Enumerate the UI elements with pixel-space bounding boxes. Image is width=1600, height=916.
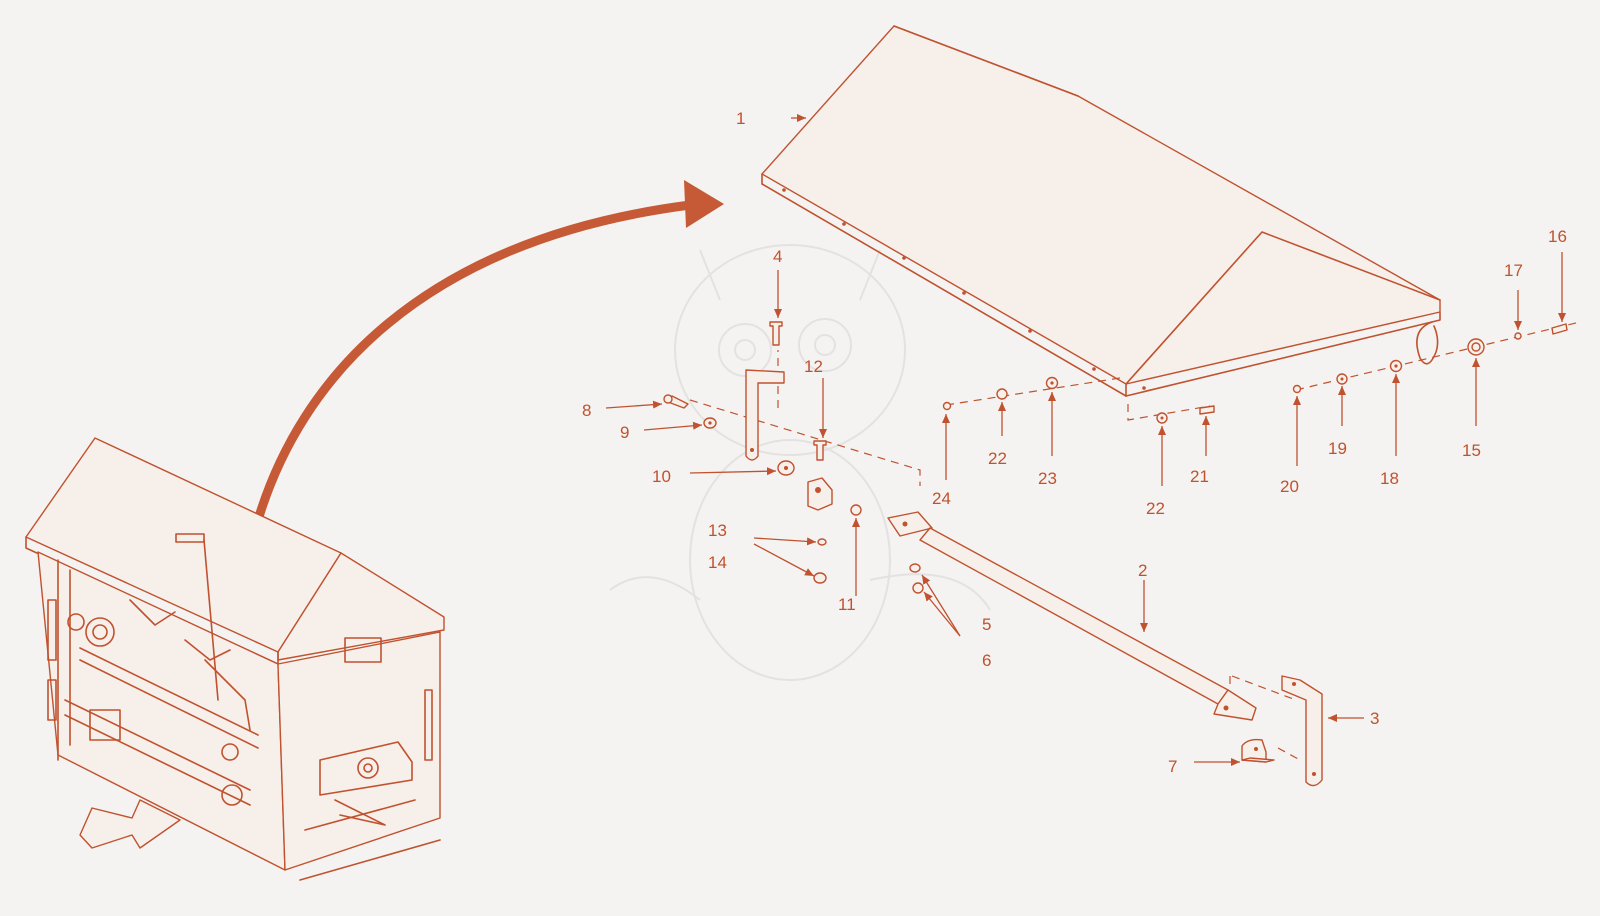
- callout-6: 6: [982, 651, 991, 670]
- callout-16: 16: [1548, 227, 1567, 246]
- callout-22: 22: [988, 449, 1007, 468]
- callout-1: 1: [736, 109, 745, 128]
- callout-17: 17: [1504, 261, 1523, 280]
- watermark-dragon: [609, 244, 991, 681]
- part-angle-clip: [1241, 738, 1275, 763]
- callout-22: 22: [1146, 499, 1165, 518]
- callout-21: 21: [1190, 467, 1209, 486]
- callout-labels: 1 2 3 4 5 6 7 8 9 10 11 12 13 14 15 16 1…: [582, 109, 1567, 776]
- callout-8: 8: [582, 401, 591, 420]
- callout-24: 24: [932, 489, 951, 508]
- spreader-machine: [25, 437, 445, 881]
- callout-3: 3: [1370, 709, 1379, 728]
- callout-2: 2: [1138, 561, 1147, 580]
- bracket-hardware-left: [663, 321, 924, 594]
- callout-20: 20: [1280, 477, 1299, 496]
- callout-9: 9: [620, 423, 629, 442]
- direction-arrow-icon: [79, 799, 181, 849]
- part-cover: [761, 25, 1441, 397]
- leader-lines: [605, 114, 1566, 766]
- callout-5: 5: [982, 615, 991, 634]
- callout-7: 7: [1168, 757, 1177, 776]
- callout-14: 14: [708, 553, 727, 572]
- callout-11: 11: [838, 595, 856, 614]
- callout-10: 10: [652, 467, 671, 486]
- callout-23: 23: [1038, 469, 1057, 488]
- callout-13: 13: [708, 521, 727, 540]
- part-right-bracket: [1281, 675, 1323, 787]
- callout-15: 15: [1462, 441, 1481, 460]
- callout-4: 4: [773, 247, 782, 266]
- part-support-bar: [887, 511, 1301, 761]
- callout-19: 19: [1328, 439, 1347, 458]
- hardware-row: [942, 321, 1581, 424]
- assembly-location-arrow: [253, 180, 724, 522]
- callout-18: 18: [1380, 469, 1399, 488]
- callout-12: 12: [804, 357, 823, 376]
